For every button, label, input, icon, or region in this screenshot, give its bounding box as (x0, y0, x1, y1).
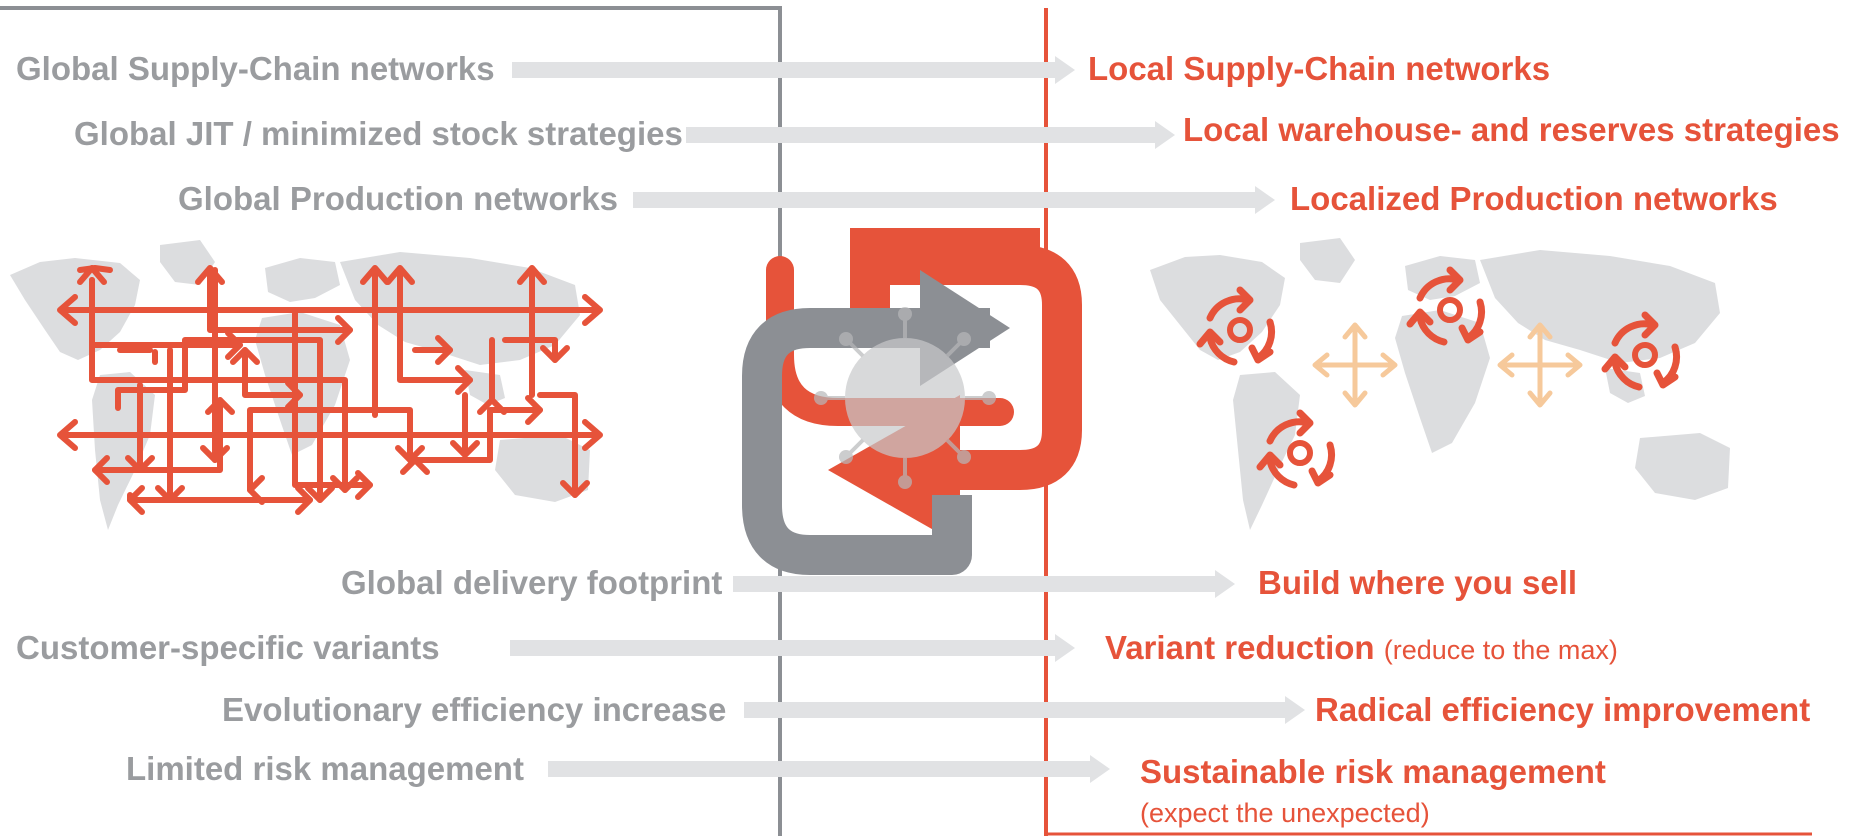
global-item-risk: Limited risk management (126, 750, 524, 787)
virus-icon (814, 307, 996, 489)
global-item-supply-chain: Global Supply-Chain networks (16, 50, 495, 87)
local-item-build-where-sell: Build where you sell (1258, 564, 1578, 601)
global-item-variants: Customer-specific variants (16, 629, 440, 666)
global-item-efficiency: Evolutionary efficiency increase (222, 691, 727, 728)
local-item-production: Localized Production networks (1290, 180, 1778, 217)
tangled-arrows-icon (57, 265, 603, 503)
tangled-arrowheads (77, 265, 590, 515)
local-item-warehouse: Local warehouse- and reserves strategies (1183, 111, 1840, 148)
local-item-supply-chain: Local Supply-Chain networks (1088, 50, 1551, 87)
local-item-variant-reduction: Variant reduction (reduce to the max) (1105, 631, 1618, 664)
transition-arrows (510, 56, 1305, 783)
global-item-delivery: Global delivery footprint (341, 564, 723, 601)
local-item-risk-note: (expect the unexpected) (1140, 798, 1430, 828)
local-item-efficiency: Radical efficiency improvement (1315, 691, 1811, 728)
variant-reduction-note: (reduce to the max) (1383, 635, 1618, 665)
global-item-jit: Global JIT / minimized stock strategies (74, 115, 683, 152)
variant-reduction-label: Variant reduction (1105, 629, 1375, 666)
global-item-production: Global Production networks (178, 180, 619, 217)
exchange-arrows-icon (742, 228, 1082, 575)
local-item-risk: Sustainable risk management (1140, 753, 1606, 790)
